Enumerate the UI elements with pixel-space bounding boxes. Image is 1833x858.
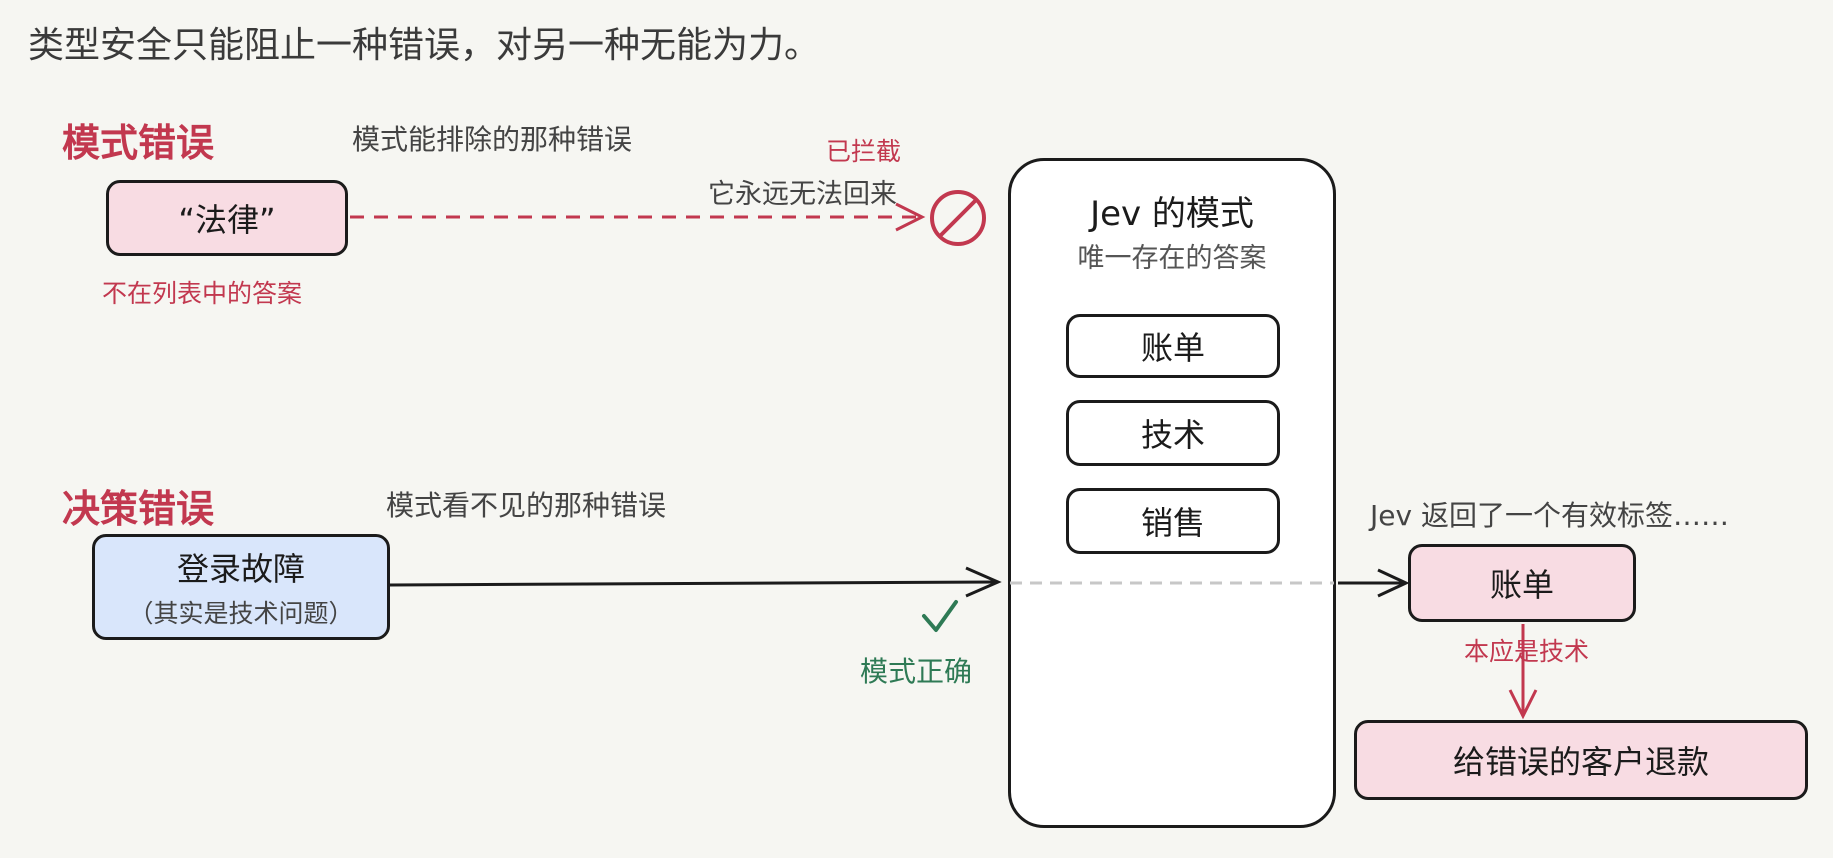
schema-option-sales: 销售 [1066, 488, 1280, 554]
decision-error-heading: 决策错误 [62, 487, 215, 531]
consequence-label: 给错误的客户退款 [1452, 743, 1709, 781]
schema-subtitle: 唯一存在的答案 [1077, 243, 1267, 274]
result-arrowhead [1377, 568, 1410, 598]
blocked-note: 它永远无法回来 [708, 179, 897, 210]
invalid-answer-box: “法律” [106, 180, 348, 256]
page-title: 类型安全只能阻止一种错误，对另一种无能为力。 [28, 25, 821, 66]
schema-valid-label: 模式正确 [860, 655, 973, 688]
blocked-label: 已拦截 [826, 137, 902, 166]
schema-title: Jev 的模式 [1090, 194, 1254, 234]
schema-option-label: 销售 [1140, 504, 1205, 542]
invalid-answer-label: “法律” [178, 201, 276, 239]
invalid-answer-note: 不在列表中的答案 [102, 279, 303, 308]
blocked-icon [930, 190, 986, 246]
login-issue-box: 登录故障 （其实是技术问题） [92, 534, 390, 640]
decision-error-description: 模式看不见的那种错误 [386, 489, 667, 522]
schema-option-technical: 技术 [1066, 400, 1280, 466]
result-note: Jev 返回了一个有效标签…… [1370, 499, 1729, 532]
result-label: 账单 [1489, 566, 1554, 604]
login-issue-sub: （其实是技术问题） [128, 599, 354, 628]
schema-error-description: 模式能排除的那种错误 [352, 123, 633, 156]
check-icon [922, 600, 958, 632]
consequence-arrowhead [1508, 689, 1538, 720]
consequence-box: 给错误的客户退款 [1354, 720, 1808, 800]
rejected-arrowhead [895, 202, 926, 232]
schema-error-heading: 模式错误 [62, 121, 215, 165]
decision-arrowhead [965, 566, 1002, 598]
schema-option-label: 账单 [1140, 329, 1205, 367]
schema-option-billing: 账单 [1066, 314, 1280, 378]
correction-note: 本应是技术 [1464, 637, 1590, 666]
login-issue-label: 登录故障 [176, 550, 305, 588]
schema-option-label: 技术 [1140, 416, 1205, 454]
decision-arrow-line [389, 580, 997, 587]
